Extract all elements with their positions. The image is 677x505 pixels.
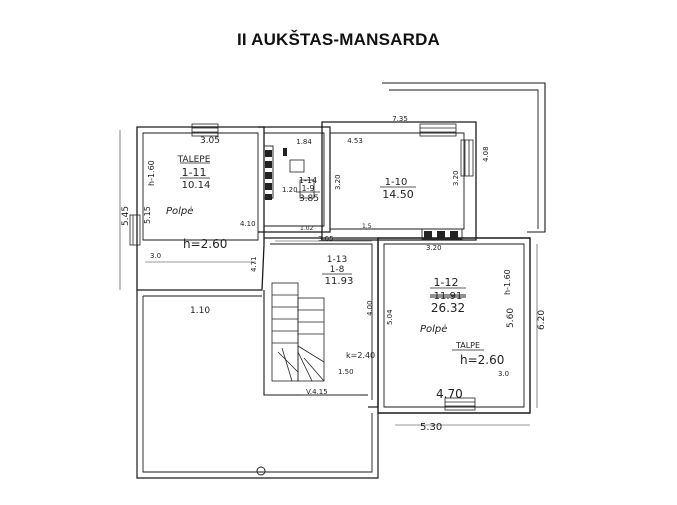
notes: Polpė Polpė TALPE h=2.60 h=2.60 h-1.60 h… bbox=[147, 160, 512, 367]
room-1-14-id: 1-14 bbox=[299, 176, 317, 185]
windows bbox=[129, 123, 476, 411]
room-1-12-label: 1-12 11.91 26.32 bbox=[430, 276, 466, 315]
dim-7-35: 7.35 bbox=[392, 115, 408, 123]
room-1-10-label: 1-10 14.50 bbox=[380, 177, 416, 201]
room-1-11-area: 10.14 bbox=[182, 180, 211, 191]
dim-3-05: 3.05 bbox=[200, 136, 220, 146]
room-1-12-id: 1-12 bbox=[434, 276, 459, 289]
wall-height-left-note: h-1.60 bbox=[147, 160, 156, 186]
height-right-note: h=2.60 bbox=[460, 353, 504, 367]
room-1-10-id: 1-10 bbox=[385, 177, 408, 188]
dim-5-15: 5.15 bbox=[143, 206, 152, 224]
wall-height-right-note: h-1.60 bbox=[503, 269, 512, 295]
dim-3-0-right: 3.0 bbox=[498, 370, 509, 378]
stair-height-note: k=2.40 bbox=[346, 351, 375, 360]
room-1-12-area: 26.32 bbox=[431, 301, 465, 315]
dim-5-04: 5.04 bbox=[386, 309, 394, 325]
room-1-14-sub: 1-9 bbox=[301, 184, 314, 193]
dim-5-45: 5.45 bbox=[121, 206, 131, 226]
dim-1-02: 1.02 bbox=[300, 225, 314, 232]
room-1-13-sub: 1-8 bbox=[330, 265, 345, 275]
dimension-lines bbox=[119, 130, 538, 426]
dim-3-20-a: 3.20 bbox=[334, 174, 342, 190]
room-1-11-sub: TALEPE bbox=[177, 155, 211, 165]
dim-4-71: 4.71 bbox=[250, 256, 258, 272]
dim-3-20-c: 3.20 bbox=[426, 244, 442, 252]
polpe-left-note: Polpė bbox=[166, 206, 193, 217]
dim-3-0-left: 3.0 bbox=[150, 252, 161, 260]
chimney-blocks bbox=[263, 145, 463, 240]
room-1-12-old-area: 11.91 bbox=[434, 291, 463, 302]
dim-1-20: 1.20 bbox=[282, 186, 298, 194]
stair bbox=[271, 282, 325, 382]
dim-1-5: 1.5 bbox=[362, 223, 372, 230]
dim-1-50: 1.50 bbox=[338, 368, 354, 376]
dim-1-10: 1.10 bbox=[190, 306, 210, 316]
polpe-right-note: Polpė bbox=[420, 324, 447, 335]
dim-1-84: 1.84 bbox=[296, 138, 312, 146]
room-1-14-area: 3.85 bbox=[299, 194, 319, 204]
dim-4-08: 4.08 bbox=[482, 146, 490, 162]
room-1-11-label: TALEPE 1-11 10.14 bbox=[177, 155, 211, 191]
dim-4-10: 4.10 bbox=[240, 220, 256, 228]
dimensions: 3.05 7.35 1.84 4.53 4.08 3.20 3.20 1.20 … bbox=[121, 115, 547, 433]
room-1-14-label: 1-14 1-9 3.85 bbox=[296, 176, 320, 204]
talpe-right-note: TALPE bbox=[455, 341, 480, 350]
dim-4-00: 4.00 bbox=[366, 300, 374, 316]
dim-4-70: 4.70 bbox=[436, 387, 463, 401]
dim-3-20-b: 3.20 bbox=[452, 170, 460, 186]
dim-v-4-15: V.4.15 bbox=[306, 388, 328, 396]
dim-5-30: 5.30 bbox=[420, 422, 442, 433]
dim-5-60: 5.60 bbox=[506, 308, 516, 328]
room-1-13-area: 11.93 bbox=[325, 276, 354, 287]
room-1-10-area: 14.50 bbox=[382, 188, 414, 201]
height-left-note: h=2.60 bbox=[183, 237, 227, 251]
page-title: II AUKŠTAS-MANSARDA bbox=[236, 30, 441, 49]
room-1-13-label: 1-13 1-8 11.93 bbox=[322, 255, 353, 287]
dim-6-20: 6.20 bbox=[537, 310, 547, 330]
dim-3-65: 3.65 bbox=[318, 235, 334, 243]
room-1-13-id: 1-13 bbox=[327, 255, 347, 265]
dim-4-53: 4.53 bbox=[347, 137, 363, 145]
room-1-11-id: 1-11 bbox=[182, 166, 207, 179]
